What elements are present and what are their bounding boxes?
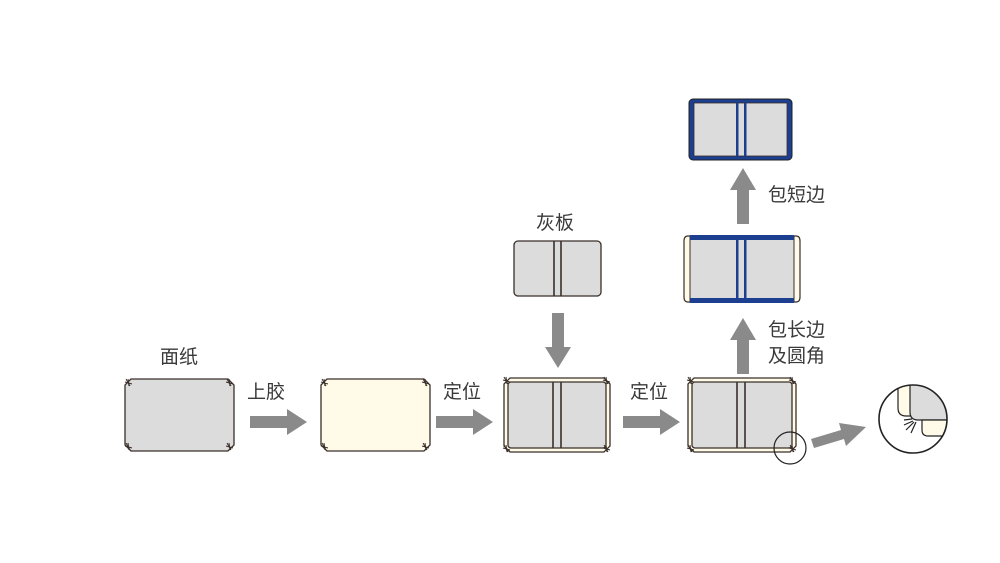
grey-board-label: 灰板 — [536, 212, 574, 234]
position-2-label: 定位 — [630, 381, 668, 403]
arrow-up-icon — [730, 168, 756, 224]
arrow-down-icon — [545, 313, 571, 368]
corner-detail-view — [878, 384, 948, 454]
glued-paper-sheet — [320, 378, 431, 452]
arrow-up-icon — [730, 318, 756, 374]
apply-glue-label: 上胶 — [247, 381, 285, 403]
snip-lines — [903, 418, 917, 434]
wrapped-long-edges — [683, 235, 801, 303]
wrap-long-label-line2: 及圆角 — [768, 345, 825, 367]
cover-paper-label: 面纸 — [160, 346, 198, 368]
arrow-diagonal-icon — [811, 423, 866, 448]
arrow-right-icon — [623, 409, 680, 435]
positioned-board-2 — [686, 376, 797, 453]
wrapped-short-edges — [688, 98, 793, 161]
arrow-right-icon — [436, 409, 493, 435]
cover-paper-sheet — [124, 378, 235, 452]
wrap-long-label-line1: 包长边 — [768, 319, 825, 341]
wrap-short-label: 包短边 — [768, 184, 825, 206]
arrow-right-icon — [250, 409, 307, 435]
corner-highlight-circle — [773, 431, 807, 465]
positioned-board — [502, 376, 611, 453]
position-1-label: 定位 — [443, 381, 481, 403]
grey-board — [513, 240, 602, 297]
